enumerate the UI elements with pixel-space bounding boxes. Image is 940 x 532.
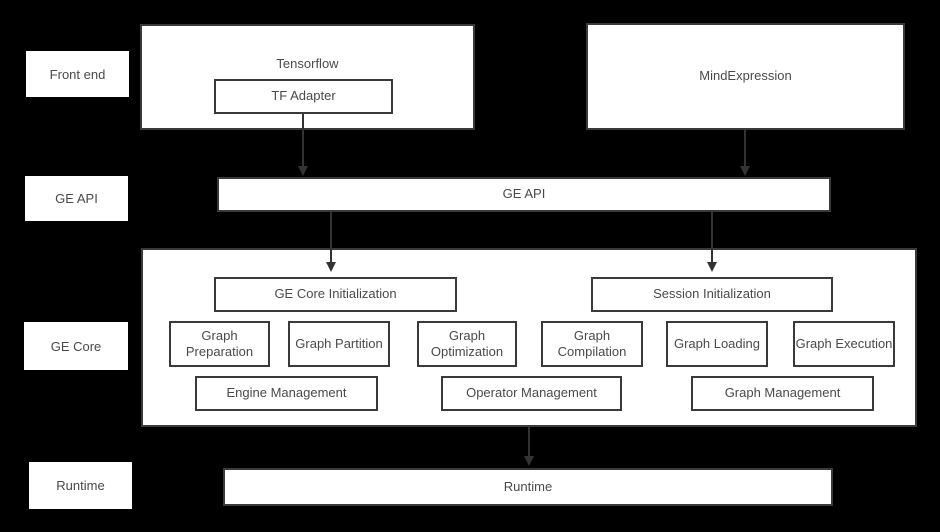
graph-management-box: Graph Management [691,376,874,411]
arrow-ge-core-to-runtime [528,427,530,456]
mindexpression-box: MindExpression [586,23,905,130]
engine-management-box: Engine Management [195,376,378,411]
runtime-bar: Runtime [223,468,833,506]
graph-preparation-label: Graph Preparation [185,327,254,359]
tf-adapter-label: TF Adapter [271,88,336,104]
graph-loading-box: Graph Loading [666,321,768,367]
runtime-bar-label: Runtime [503,478,553,494]
arrow-ge-api-to-ge-core-initialization [330,212,332,262]
operator-management-box: Operator Management [441,376,622,411]
ge-core-initialization-label: GE Core Initialization [274,286,397,302]
mindexpression-label: MindExpression [699,68,792,84]
ge-core-box: GE Core Initialization Session Initializ… [141,248,917,427]
graph-compilation-box: Graph Compilation [541,321,643,367]
layer-label-front-end: Front end [26,51,129,97]
layer-label-ge-api: GE API [25,176,128,221]
layer-label-ge-core: GE Core [24,322,128,370]
ge-api-bar: GE API [217,177,831,212]
operator-management-label: Operator Management [466,385,597,401]
graph-optimization-box: Graph Optimization [417,321,517,367]
layer-label-text: Front end [49,66,106,82]
tf-adapter-box: TF Adapter [214,79,393,114]
layer-label-text: Runtime [56,478,105,493]
graph-partition-box: Graph Partition [288,321,390,367]
tensorflow-title: Tensorflow [276,56,339,71]
graph-loading-label: Graph Loading [673,335,760,351]
tensorflow-box: Tensorflow TF Adapter [140,24,475,130]
ge-core-initialization-box: GE Core Initialization [214,277,457,312]
layer-label-text: GE API [55,191,98,206]
graph-partition-label: Graph Partition [295,335,383,351]
graph-execution-box: Graph Execution [793,321,895,367]
session-initialization-box: Session Initialization [591,277,833,312]
arrow-tf-adapter-to-ge-api [302,114,304,166]
arrow-mindexpression-to-ge-api [744,130,746,166]
arrow-ge-api-to-session-initialization [711,212,713,262]
graph-compilation-label: Graph Compilation [557,327,627,359]
graph-management-label: Graph Management [724,385,841,401]
ge-api-bar-label: GE API [502,186,546,202]
graph-preparation-box: Graph Preparation [169,321,270,367]
graph-optimization-label: Graph Optimization [430,327,504,359]
layer-label-runtime: Runtime [29,462,132,509]
engine-management-label: Engine Management [226,385,347,401]
session-initialization-label: Session Initialization [653,286,771,302]
graph-execution-label: Graph Execution [795,335,893,351]
layer-label-text: GE Core [50,338,102,354]
